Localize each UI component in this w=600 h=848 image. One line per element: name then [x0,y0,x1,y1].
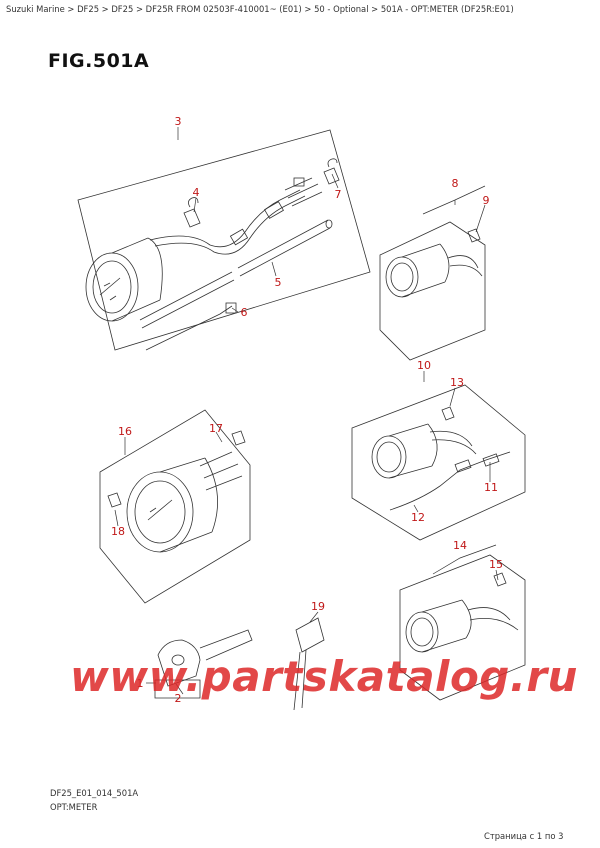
figure-code: DF25_E01_014_501A [50,788,139,798]
callout-8: 8 [452,177,459,190]
figure-title: FIG.501A [48,50,150,72]
panel-a-frame [77,129,371,351]
figure-caption: OPT:METER [50,802,98,812]
callout-18: 18 [111,525,125,538]
page-indicator: Страница с 1 по 3 [484,831,564,841]
callout-13: 13 [450,376,464,389]
callout-14: 14 [453,539,467,552]
callout-5: 5 [275,276,282,289]
callout-19: 19 [311,600,325,613]
callout-17: 17 [209,422,223,435]
watermark: www.partskatalog.ru [70,652,578,701]
callout-11: 11 [484,481,498,494]
callout-6: 6 [241,306,248,319]
callout-10: 10 [417,359,431,372]
panel-b-frame [379,221,486,361]
gauge-large-face [85,252,139,322]
callout-2: 2 [175,692,182,705]
callout-1: 1 [137,677,144,690]
callout-7: 7 [335,188,342,201]
panel-c-frame [351,384,526,541]
callout-15: 15 [489,558,503,571]
breadcrumb: Suzuki Marine > DF25 > DF25 > DF25R FROM… [6,4,514,14]
callout-12: 12 [411,511,425,524]
panel-d-frame [99,409,251,604]
callout-4: 4 [193,186,200,199]
gauge-large-dial [92,260,132,314]
callout-9: 9 [483,194,490,207]
callout-16: 16 [118,425,132,438]
panel-e-frame [399,554,526,701]
callout-3: 3 [175,115,182,128]
